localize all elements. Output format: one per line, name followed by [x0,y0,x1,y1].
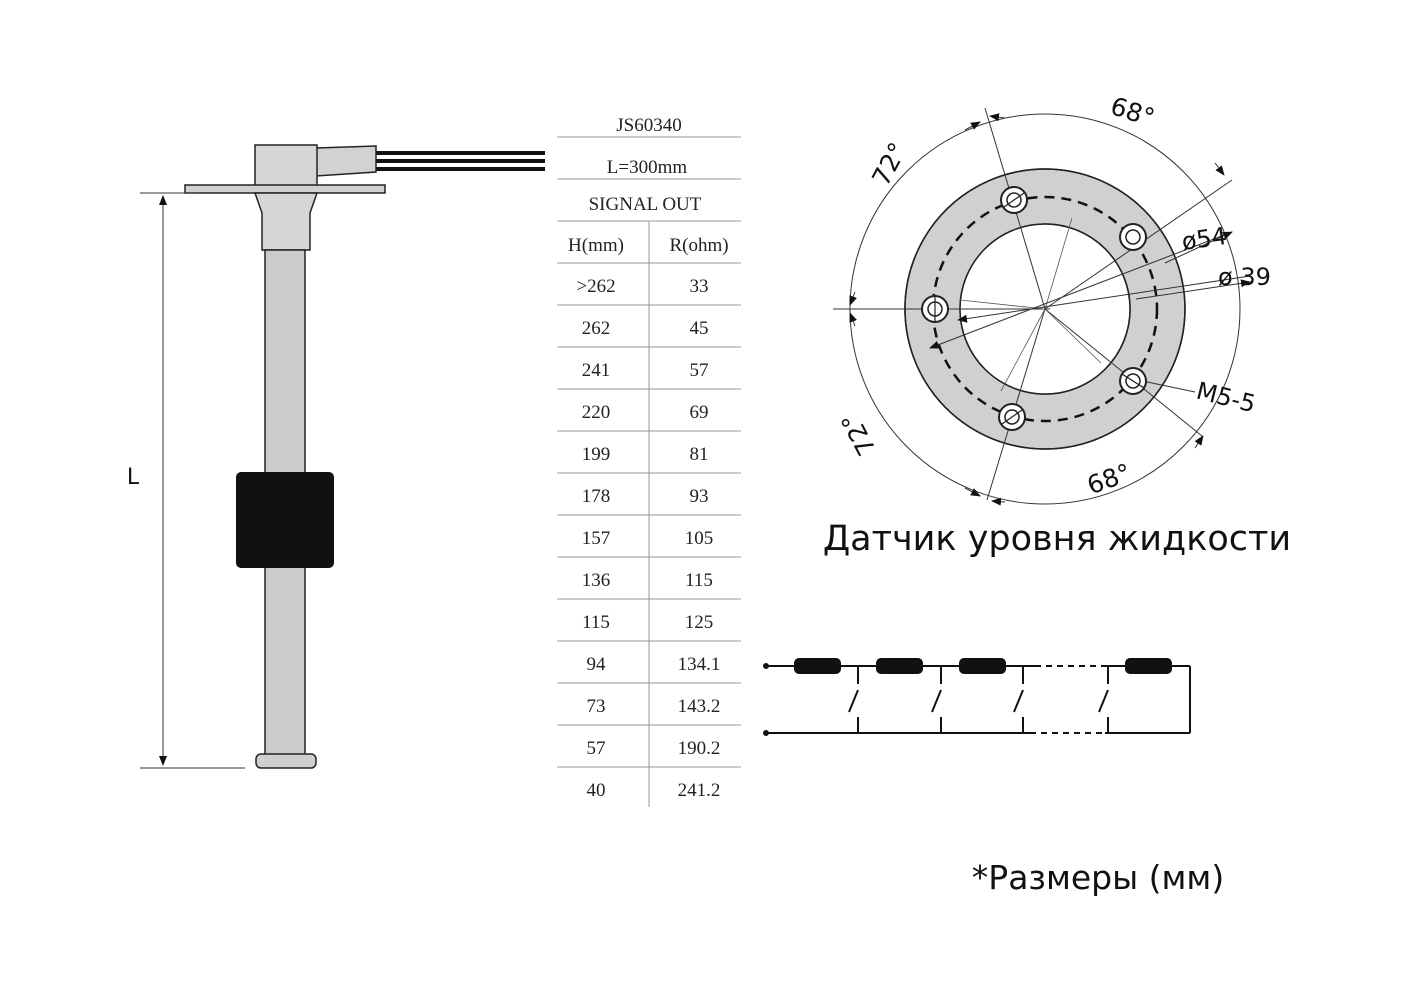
table-cell-r: 143.2 [678,696,721,717]
angle-label-bottom-right: 68° [1083,458,1135,500]
diagram-title: Датчик уровня жидкости [823,519,1291,559]
table-cell-h: 157 [582,528,611,549]
cable-connector [315,145,377,177]
reed-switch-n [1098,666,1109,733]
angle-label-top-left: 72° [866,138,912,191]
table-cell-r: 134.1 [678,654,721,675]
float [236,472,334,568]
table-cell-h: 94 [587,654,607,675]
model-label: JS60340 [616,115,681,136]
hole-label: M5-5 [1194,377,1259,419]
signal-label: SIGNAL OUT [589,194,702,215]
angle-label-top-right: 68° [1107,91,1158,132]
table-cell-h: 73 [587,696,606,717]
table-header-h: H(mm) [568,235,624,256]
bolt-hole-bottom-right [1119,367,1147,395]
table-cell-h: 115 [582,612,610,633]
table-cell-h: 57 [587,738,606,759]
table-cell-h: 40 [587,780,606,801]
bolt-circle [931,195,1159,423]
resistor-1 [794,658,841,674]
table-rows: >262 33 262 45 241 57 220 69 199 81 178 93 157 105 136… [557,276,741,801]
table-cell-r: 125 [685,612,714,633]
table-cell-r: 190.2 [678,738,721,759]
table-cell-h: 262 [582,318,611,339]
table-cell-h: 199 [582,444,611,465]
flange-drawing: 68° 72° 72° 68° ø54 ø 39 M5-5 [833,91,1271,506]
table-cell-r: 93 [690,486,709,507]
dia-outer-label: ø54 [1180,222,1229,256]
table-cell-h: 220 [582,402,611,423]
table-cell-h: 178 [582,486,611,507]
table-cell-r: 33 [690,276,709,297]
reed-switch-3 [1013,666,1024,733]
cable-wire-3 [375,167,545,171]
table-cell-r: 115 [685,570,713,591]
angle-label-bottom-left: 72° [835,408,881,461]
circuit-schematic [763,658,1191,736]
bolt-hole-left [921,295,949,323]
table-cell-r: 69 [690,402,709,423]
cable-wire-1 [375,151,545,155]
table-cell-r: 57 [690,360,709,381]
dia-inner-label: ø 39 [1218,263,1271,291]
table-header-r: R(ohm) [669,235,728,256]
resistor-n [1125,658,1172,674]
table-cell-r: 241.2 [678,780,721,801]
mounting-plate [184,184,386,194]
dim-label-length: L [127,465,140,490]
reed-switch-2 [931,666,942,733]
resistance-table: JS60340 L=300mm SIGNAL OUT H(mm) R(ohm) … [557,115,741,807]
table-cell-r: 81 [690,444,709,465]
table-cell-h: 241 [582,360,611,381]
resistor-3 [959,658,1006,674]
length-label: L=300mm [607,157,688,178]
reed-switch-1 [848,666,859,733]
dia-outer-leader [929,231,1233,349]
cable-wire-2 [375,159,545,163]
table-cell-r: 45 [690,318,709,339]
bolt-hole-top [1000,186,1028,214]
bolt-hole-bottom [998,403,1026,431]
sensor-rod-drawing: L [127,144,545,769]
rod-end-cap [255,753,317,769]
dia-inner-leader [957,275,1251,323]
units-note: *Размеры (мм) [972,858,1224,897]
sensor-head [254,144,318,187]
sensor-neck [253,192,319,251]
resistor-2 [876,658,923,674]
table-cell-h: 136 [582,570,611,591]
bolt-hole-right [1119,223,1147,251]
table-cell-h: >262 [576,276,615,297]
table-cell-r: 105 [685,528,714,549]
